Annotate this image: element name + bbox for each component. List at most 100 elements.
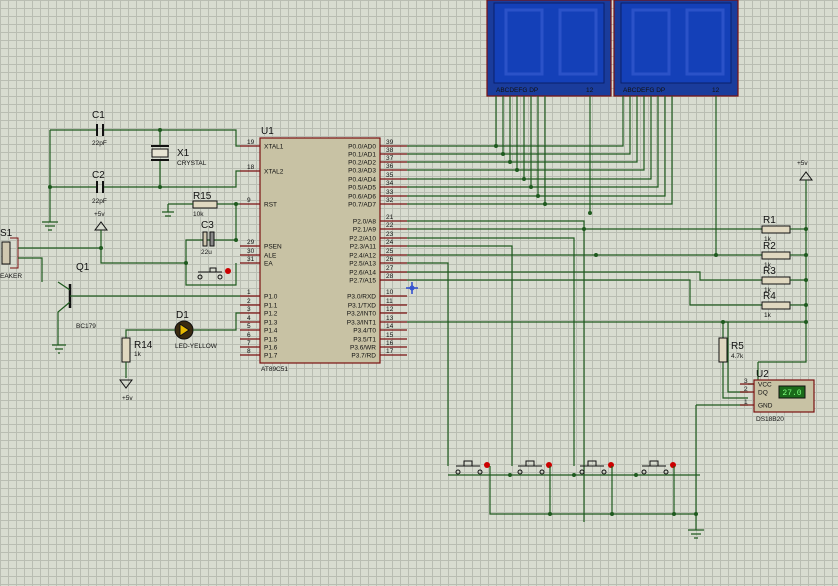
u1-pin-number: 38 xyxy=(386,147,394,154)
u1-pin-name: P1.6 xyxy=(264,345,278,352)
u1-pin-name: P3.0/RXD xyxy=(347,294,376,301)
c2-value: 22pF xyxy=(92,198,107,205)
reset-pwr-label: +5v xyxy=(94,211,105,218)
resistor-body xyxy=(761,301,791,310)
u1-pin-number: 1 xyxy=(247,289,251,296)
button-contact xyxy=(539,469,545,475)
keypad-row-wires xyxy=(407,211,770,522)
u1-pin-name: P0.2/AD2 xyxy=(348,160,376,167)
button-contact xyxy=(477,469,483,475)
u1-pin-number: 4 xyxy=(247,315,251,322)
d1-ref: D1 xyxy=(176,310,189,321)
u1-pin-number: 23 xyxy=(386,231,394,238)
u1-pin-name: P2.4/A12 xyxy=(349,253,376,260)
u1-ref: U1 xyxy=(261,126,274,137)
u1-pin-name: P3.1/TXD xyxy=(348,303,376,310)
u1-pin-name: P1.2 xyxy=(264,311,278,318)
resistor-r3[interactable]: R3 1k xyxy=(761,266,806,294)
resistor-value: 1k xyxy=(764,287,772,294)
resistor-r4[interactable]: R4 1k xyxy=(761,291,806,319)
seven-segment-display-left[interactable]: ABCDEFG DP 12 xyxy=(486,0,612,97)
resistor-body xyxy=(761,225,791,234)
u1-pin-name: EA xyxy=(264,261,273,268)
u1-pin-number: 17 xyxy=(386,348,394,355)
button-state-indicator xyxy=(484,462,490,468)
u1-pin-name: P2.2/A10 xyxy=(349,236,376,243)
u1-pin-name: P1.4 xyxy=(264,328,278,335)
u1-pin-number: 30 xyxy=(247,248,255,255)
keypad-button-4[interactable] xyxy=(641,460,676,475)
u1-pin-number: 29 xyxy=(247,239,255,246)
button-state-indicator xyxy=(608,462,614,468)
keypad-button-3[interactable] xyxy=(579,460,614,475)
u1-pin-name: P2.0/A8 xyxy=(353,219,377,226)
u1-pin-name: P0.3/AD3 xyxy=(348,168,376,175)
oscillator-circuit[interactable]: C1 22pF C2 22pF X1 CRYSTAL xyxy=(42,110,240,231)
keypad-button-2[interactable] xyxy=(517,460,552,475)
u1-left-pins: 19XTAL118XTAL29RST29PSEN30ALE31EA1P1.02P… xyxy=(240,139,284,360)
resistor-ref: R1 xyxy=(763,215,776,226)
resistor-ref: R3 xyxy=(763,266,776,277)
u1-pin-name: RST xyxy=(264,202,277,209)
u1-pin-number: 22 xyxy=(386,222,394,229)
u1-pin-name: P1.7 xyxy=(264,353,278,360)
u1-pin-name: P0.6/AD6 xyxy=(348,194,376,201)
u1-pin-name: P2.5/A13 xyxy=(349,261,376,268)
c3-value: 22u xyxy=(201,249,212,256)
u2-pin-number: 2 xyxy=(744,386,748,393)
u1-pin-name: P2.1/A9 xyxy=(353,227,377,234)
u1-pin-name: P2.7/A15 xyxy=(349,278,376,285)
u1-pin-number: 9 xyxy=(247,197,251,204)
u2-part: DS18B20 xyxy=(756,416,784,423)
u2-pin-name: GND xyxy=(758,403,773,410)
u1-pin-name: ALE xyxy=(264,253,277,260)
seven-segment-display-right[interactable]: ABCDEFG DP 12 xyxy=(613,0,739,97)
u1-body[interactable] xyxy=(259,137,381,364)
u1-pin-number: 27 xyxy=(386,265,394,272)
r5-value: 4.7k xyxy=(731,353,744,360)
u1-pin-name: P3.7/RD xyxy=(351,353,376,360)
button-state-indicator xyxy=(670,462,676,468)
u1-pin-number: 32 xyxy=(386,197,394,204)
led-circuit[interactable]: D1 LED-YELLOW R14 1k +5v xyxy=(119,310,240,402)
u2-pin-name: VCC xyxy=(758,382,772,389)
resistor-value: 1k xyxy=(764,262,772,269)
button-contact xyxy=(601,469,607,475)
keypad-button-1[interactable] xyxy=(455,460,490,475)
r5-resistor[interactable]: R5 4.7k xyxy=(718,337,744,363)
u1-pin-number: 14 xyxy=(386,323,394,330)
u1-part: AT89C51 xyxy=(261,366,288,373)
c2-ref: C2 xyxy=(92,170,105,181)
speaker-driver[interactable]: S1 EAKER Q1 BC179 xyxy=(0,228,240,354)
reset-circuit[interactable]: +5v R15 10k C3 22u xyxy=(94,191,240,286)
r15-ref: R15 xyxy=(193,191,212,202)
u1-pin-number: 39 xyxy=(386,139,394,146)
q1-ref: Q1 xyxy=(76,262,90,273)
display-bus-wires xyxy=(407,96,717,255)
speaker-value: EAKER xyxy=(0,273,22,280)
button-plunger xyxy=(580,460,604,467)
button-contact xyxy=(641,469,647,475)
u1-pin-number: 28 xyxy=(386,273,394,280)
d1-value: LED-YELLOW xyxy=(175,343,218,350)
u1-microcontroller[interactable]: U1 AT89C51 19XTAL118XTAL29RST29PSEN30ALE… xyxy=(240,126,407,373)
u1-pin-number: 37 xyxy=(386,155,394,162)
keypad[interactable] xyxy=(455,460,676,475)
u2-ref: U2 xyxy=(756,369,769,380)
resistor-value: 1k xyxy=(764,312,772,319)
u1-pin-name: P3.4/T0 xyxy=(353,328,376,335)
resistor-body xyxy=(761,276,791,285)
u2-pin-name: DQ xyxy=(758,390,768,397)
r14-ref: R14 xyxy=(134,340,153,351)
crosshair-cursor-icon xyxy=(406,282,418,294)
u1-pin-number: 7 xyxy=(247,340,251,347)
resistor-ref: R4 xyxy=(763,291,776,302)
keypad-column-wires xyxy=(448,405,704,539)
